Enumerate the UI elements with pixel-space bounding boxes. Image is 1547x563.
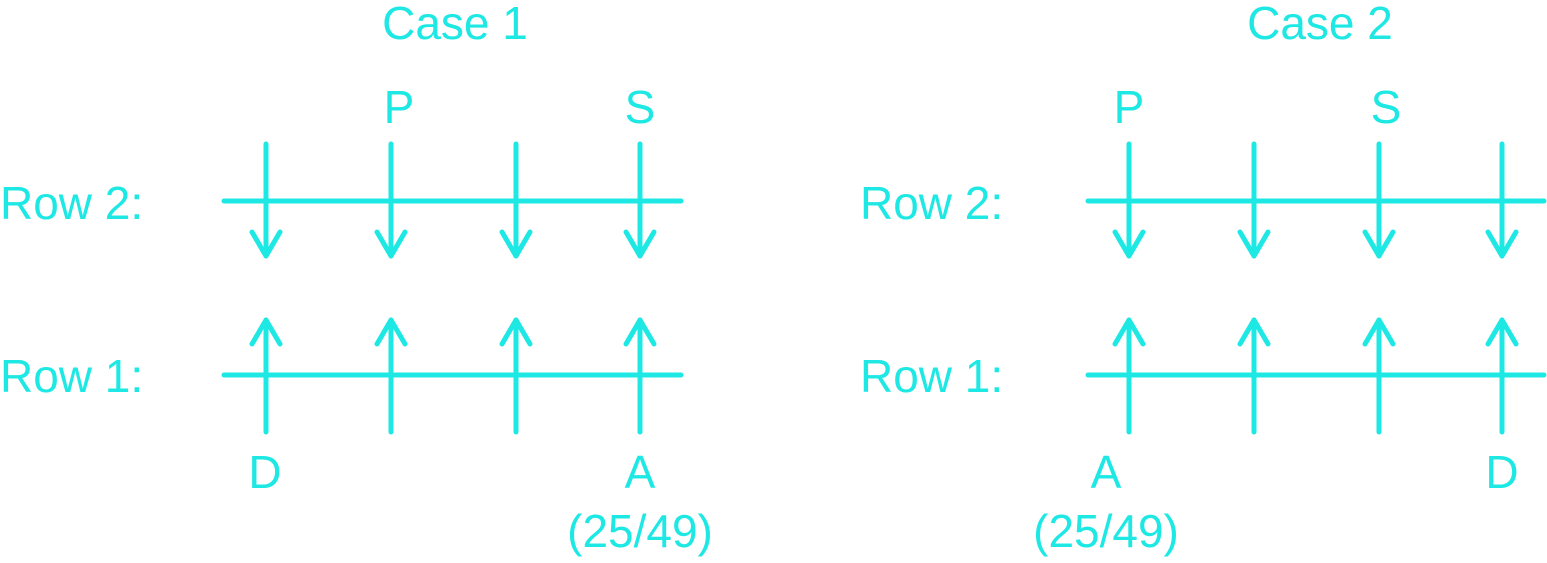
case1-row2-arrowhead-3 (499, 229, 533, 259)
case2-bottom-label-4: D (1485, 446, 1519, 498)
case2-row1-arrowhead-1 (1112, 317, 1146, 347)
case2-row2-arrowhead-3 (1362, 229, 1396, 259)
case1-row2-label: Row 2: (0, 177, 144, 229)
case2-row1-label: Row 1: (860, 350, 1004, 402)
case2-row2-arrowhead-2 (1237, 229, 1271, 259)
case1-row2-arrowhead-1 (249, 229, 283, 259)
case1-top-label-2: P (383, 81, 415, 133)
case2-bottom-label-1: A (1090, 446, 1122, 498)
case1-row1-arrowhead-4 (623, 317, 657, 347)
case1-title: Case 1 (382, 0, 528, 49)
case1-bottom-label-1: D (248, 446, 282, 498)
case1-note: (25/49) (567, 505, 713, 557)
case1-row1-arrowhead-3 (499, 317, 533, 347)
case2-row1-arrowhead-2 (1237, 317, 1271, 347)
case2-note: (25/49) (1033, 505, 1179, 557)
case1-row2-arrowhead-4 (623, 229, 657, 259)
case2-top-label-3: S (1370, 81, 1402, 133)
case1-row1-arrowhead-2 (374, 317, 408, 347)
case2-row2-label: Row 2: (860, 177, 1004, 229)
case2-row1-arrowhead-4 (1485, 317, 1519, 347)
case1-top-label-4: S (624, 81, 656, 133)
case1-row2-arrowhead-2 (374, 229, 408, 259)
case2-row2-arrowhead-1 (1112, 229, 1146, 259)
case2-top-label-1: P (1113, 81, 1145, 133)
case1-row1-label: Row 1: (0, 350, 144, 402)
case2-title: Case 2 (1247, 0, 1393, 49)
case1-bottom-label-4: A (624, 446, 656, 498)
case2-row2-arrowhead-4 (1485, 229, 1519, 259)
case2-row1-arrowhead-3 (1362, 317, 1396, 347)
case1-row1-arrowhead-1 (249, 317, 283, 347)
